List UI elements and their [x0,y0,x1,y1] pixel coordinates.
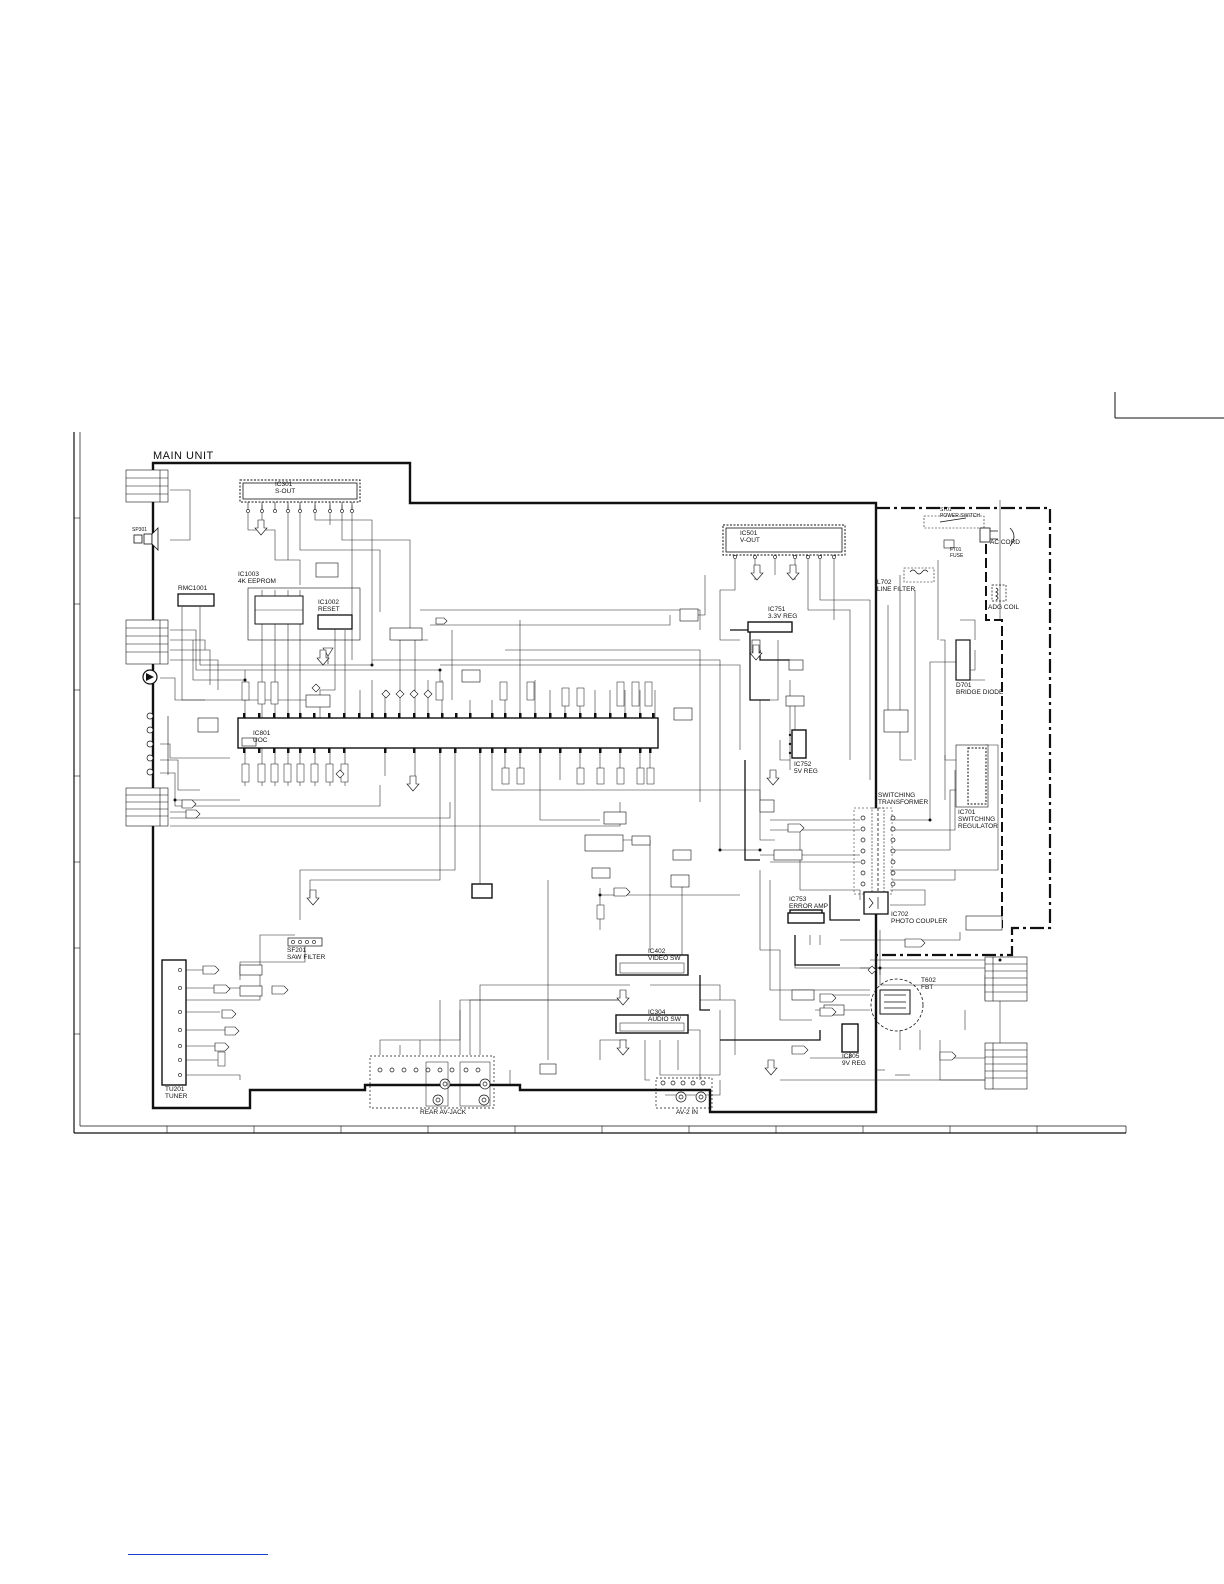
ic701-ref: IC701 [958,809,976,816]
ic301-ref: IC301 [275,481,293,488]
signal-port-arrows [254,519,800,1076]
f701-name: FUSE [950,553,964,559]
power-traces [699,629,860,1041]
l702-block [903,567,935,583]
ic501-block [722,524,846,559]
rear-av-jack-label: REAR AV-JACK [420,1109,467,1116]
ic801-name: UOC [253,737,268,744]
crt-connector-right-lower [984,1042,1028,1090]
ic752-ref: IC752 [794,761,812,768]
ic701-block [955,744,989,808]
hot-side-boundary [985,530,1003,928]
power-supply-boundary [876,506,1052,957]
ic1003-ref: IC1003 [238,571,259,578]
junction-dots [173,663,1002,970]
ic805-name: 9V REG [842,1060,866,1067]
main-unit-title: MAIN UNIT [153,450,214,462]
ic304-block [615,1014,689,1034]
t602-name: FBT [921,984,934,991]
pcb-adj-connector [125,787,169,827]
av2-in-block [655,1077,713,1109]
ic301-block [239,479,361,513]
ic702-name: PHOTO COUPLER [891,918,948,925]
headphone-connector [125,469,169,503]
s701-block [923,515,985,549]
horizontal-port-tags [181,617,957,1061]
ic501-ref: IC501 [740,530,758,537]
to-crt-unit-connector [125,619,169,665]
ic751-ref: IC751 [768,606,786,613]
t602-ref: T602 [921,977,936,984]
main-unit-border [151,461,878,1114]
l702-ref: L702 [877,579,892,586]
rmc1001-block [177,593,215,607]
adg-coil-label: ADG COIL [988,604,1020,611]
ic1002-block [317,614,353,664]
ic753-name: ERROR AMP [789,903,829,910]
key-terminals [146,712,154,776]
signal-wiring [160,489,1001,1096]
ic1003-name: 4K EEPROM [238,578,276,585]
led-indicator-icon [142,669,158,685]
ic501-name: V-OUT [740,537,760,544]
l702-name: LINE FILTER [877,586,916,593]
footer-link-underline[interactable] [128,1554,268,1555]
switching-transformer-name: SWITCHING TRANSFORMER [878,792,929,806]
ic701-name: SWITCHING REGULATOR [958,816,998,830]
d701-ref: D701 [956,682,972,689]
tu201-block [161,959,187,1086]
ic753-ref: IC753 [789,896,807,903]
ic304-ref: IC304 [648,1009,666,1016]
f701-ref: F701 [950,547,962,553]
ic751-name: 3.3V REG [768,613,798,620]
s701-ref: S701 [940,507,952,513]
dark-function-boxes [471,883,823,923]
crt-connector-right-upper [984,956,1028,1002]
ic402-ref: IC402 [648,948,666,955]
page-corner-mark [1114,392,1224,419]
ic1002-ref: IC1002 [318,599,339,606]
s701-name: POWER SWITCH [940,513,980,519]
ic402-name: VIDEO SW [648,955,681,962]
diamond-junctions [311,683,877,975]
drawing-frame [73,432,1127,1134]
t602-block [870,978,924,1032]
tu201-name: TUNER [165,1093,188,1100]
adg-coil [991,584,1007,602]
ic702-ref: IC702 [891,911,909,918]
sf201-name: SAW FILTER [287,954,326,961]
d701-block [955,639,971,681]
ic753-block [787,912,825,924]
ic402-block [615,954,689,976]
vertical-port-tags [217,681,655,1067]
rear-av-jack-block [369,1055,495,1109]
sf201-ref: SF201 [287,947,307,954]
av2-in-label: AV-2 IN [676,1109,698,1116]
tu201-ref: TU201 [165,1086,185,1093]
ic805-ref: IC805 [842,1053,860,1060]
ic1002-name: RESET [318,606,340,613]
switching-transformer-block [853,807,896,895]
ic1003-block [247,587,361,641]
ic805-block [841,1023,859,1053]
sf201-block [287,937,323,947]
ic752-name: 5V REG [794,768,818,775]
ic304-name: AUDIO SW [648,1016,681,1023]
ac-cord-label: AC CORD [990,539,1020,546]
ac-cord-plug [979,527,1015,547]
ic801-block [237,713,659,753]
d701-name: BRIDGE DIODE [956,689,1004,696]
sp301-ref: SP301 [132,527,148,533]
speaker-icon [133,527,159,551]
ic801-ref: IC801 [253,730,271,737]
ic752-block [788,729,807,759]
rmc1001-ref: RMC1001 [178,585,208,592]
ic301-name: S-OUT [275,488,296,495]
ic702-block [863,891,889,915]
